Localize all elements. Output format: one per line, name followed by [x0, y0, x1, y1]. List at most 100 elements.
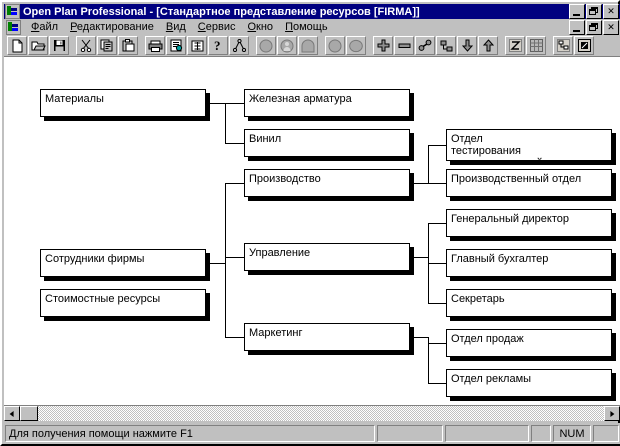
network-button[interactable]	[229, 36, 249, 55]
minus-button[interactable]	[394, 36, 414, 55]
connector-branch	[225, 183, 244, 184]
arrow-up-button[interactable]	[478, 36, 498, 55]
open-folder-button[interactable]	[28, 36, 48, 55]
arrow-down-icon	[458, 37, 476, 54]
connector-branch	[225, 103, 244, 104]
link-button[interactable]	[415, 36, 435, 55]
child-close-button[interactable]: ✕	[603, 19, 619, 35]
minimize-button[interactable]	[569, 4, 585, 19]
plus-button[interactable]	[373, 36, 393, 55]
print-preview-button[interactable]	[166, 36, 186, 55]
ellipse-a-icon	[326, 37, 344, 54]
diagram-node-label: Главный бухгалтер	[451, 253, 549, 265]
layout-button[interactable]	[553, 36, 573, 55]
connector-spine	[225, 103, 226, 143]
diagram-node-sekretar[interactable]: Секретарь	[446, 289, 612, 317]
ellipse-a-button[interactable]	[325, 36, 345, 55]
menu-item-help[interactable]: Помощь	[285, 21, 328, 33]
close-button[interactable]: ✕	[603, 4, 619, 19]
child-restore-button[interactable]	[586, 19, 602, 35]
connector-branch	[428, 183, 446, 184]
menu-item-view[interactable]: Вид	[165, 21, 186, 33]
mdi-child-icon[interactable]	[6, 19, 21, 35]
arrow-up-icon	[479, 37, 497, 54]
diagram-node-stoimostnye[interactable]: Стоимостные ресурсы	[40, 289, 206, 317]
network-icon	[230, 37, 248, 54]
diagram-node-label: Управление	[249, 247, 311, 259]
connector-branch	[428, 145, 446, 146]
sort-icon	[188, 37, 206, 54]
connector-stub	[206, 103, 225, 104]
diagram-node-materialy[interactable]: Материалы	[40, 89, 206, 117]
cut-scissors-icon	[77, 37, 95, 54]
open-folder-icon	[29, 37, 47, 54]
resource-shape-button[interactable]	[298, 36, 318, 55]
cut-scissors-button[interactable]	[76, 36, 96, 55]
diagram-node-otdel-reklamy[interactable]: Отдел рекламы	[446, 369, 612, 397]
diagram-node-sotrudniki[interactable]: Сотрудники фирмы	[40, 249, 206, 277]
resource-circle-button[interactable]	[256, 36, 276, 55]
sort-button[interactable]	[187, 36, 207, 55]
resource-person-button[interactable]	[277, 36, 297, 55]
help-question-button[interactable]: ?	[208, 36, 228, 55]
toolbar: ?	[4, 35, 620, 57]
arrow-down-button[interactable]	[457, 36, 477, 55]
new-file-icon	[8, 37, 26, 54]
diagram-node-otdel-prodazh[interactable]: Отдел продаж	[446, 329, 612, 357]
diagram-node-label: Винил	[249, 133, 282, 145]
diagram-node-vinil[interactable]: Винил	[244, 129, 410, 157]
diagram-node-label: Генеральный директор	[451, 213, 569, 225]
print-button[interactable]	[145, 36, 165, 55]
svg-text:?: ?	[214, 39, 221, 52]
ellipse-b-button[interactable]	[346, 36, 366, 55]
table-button[interactable]	[526, 36, 546, 55]
scrollbar-track[interactable]	[20, 406, 604, 421]
hierarchy-button[interactable]	[436, 36, 456, 55]
diagram-node-label: Отдел тестирования новых технологий	[451, 133, 543, 160]
menu-item-file[interactable]: Файл	[31, 21, 59, 33]
diagram-node-otdel-test[interactable]: Отдел тестирования новых технологий	[446, 129, 612, 161]
new-file-button[interactable]	[7, 36, 27, 55]
connector-branch	[225, 257, 244, 258]
zigzag-button[interactable]	[505, 36, 525, 55]
connector-spine	[428, 145, 429, 183]
diagram-node-gen-director[interactable]: Генеральный директор	[446, 209, 612, 237]
table-icon	[527, 37, 545, 54]
restore-button[interactable]	[586, 4, 602, 19]
menu-item-edit[interactable]: Редактирование	[70, 21, 154, 33]
save-disk-button[interactable]	[49, 36, 69, 55]
window-controls: ✕	[569, 4, 619, 19]
scrollbar-thumb[interactable]	[20, 406, 38, 421]
diagram-node-glav-buh[interactable]: Главный бухгалтер	[446, 249, 612, 277]
status-message: Для получения помощи нажмите F1	[5, 425, 375, 442]
connector-spine	[225, 183, 226, 337]
diagram-node-label: Маркетинг	[249, 327, 303, 339]
diagram-node-label: Отдел продаж	[451, 333, 524, 345]
copy-icon	[98, 37, 116, 54]
diagram-node-armatura[interactable]: Железная арматура	[244, 89, 410, 117]
status-pane-4	[531, 425, 551, 442]
help-question-icon: ?	[209, 37, 227, 54]
scroll-right-arrow-icon[interactable]	[604, 406, 620, 421]
diagram-node-upravlenie[interactable]: Управление	[244, 243, 410, 271]
diagram-node-proizv-otdel[interactable]: Производственный отдел	[446, 169, 612, 197]
diagram-node-label: Железная арматура	[249, 93, 352, 105]
zigzag-icon	[506, 37, 524, 54]
menu-item-window[interactable]: Окно	[247, 21, 274, 33]
paste-button[interactable]	[118, 36, 138, 55]
horizontal-scrollbar[interactable]	[4, 405, 620, 421]
resource-person-icon	[278, 37, 296, 54]
diagram-node-label: Стоимостные ресурсы	[45, 293, 161, 305]
child-minimize-button[interactable]	[569, 19, 585, 35]
scroll-left-arrow-icon[interactable]	[4, 406, 20, 421]
copy-button[interactable]	[97, 36, 117, 55]
diagram-node-proizvodstvo[interactable]: Производство	[244, 169, 410, 197]
menu-item-tools[interactable]: Сервис	[197, 21, 236, 33]
hierarchy-icon	[437, 37, 455, 54]
diagram-node-marketing[interactable]: Маркетинг	[244, 323, 410, 351]
connector-branch	[225, 337, 244, 338]
zoom-fit-button[interactable]	[574, 36, 594, 55]
resource-shape-icon	[299, 37, 317, 54]
